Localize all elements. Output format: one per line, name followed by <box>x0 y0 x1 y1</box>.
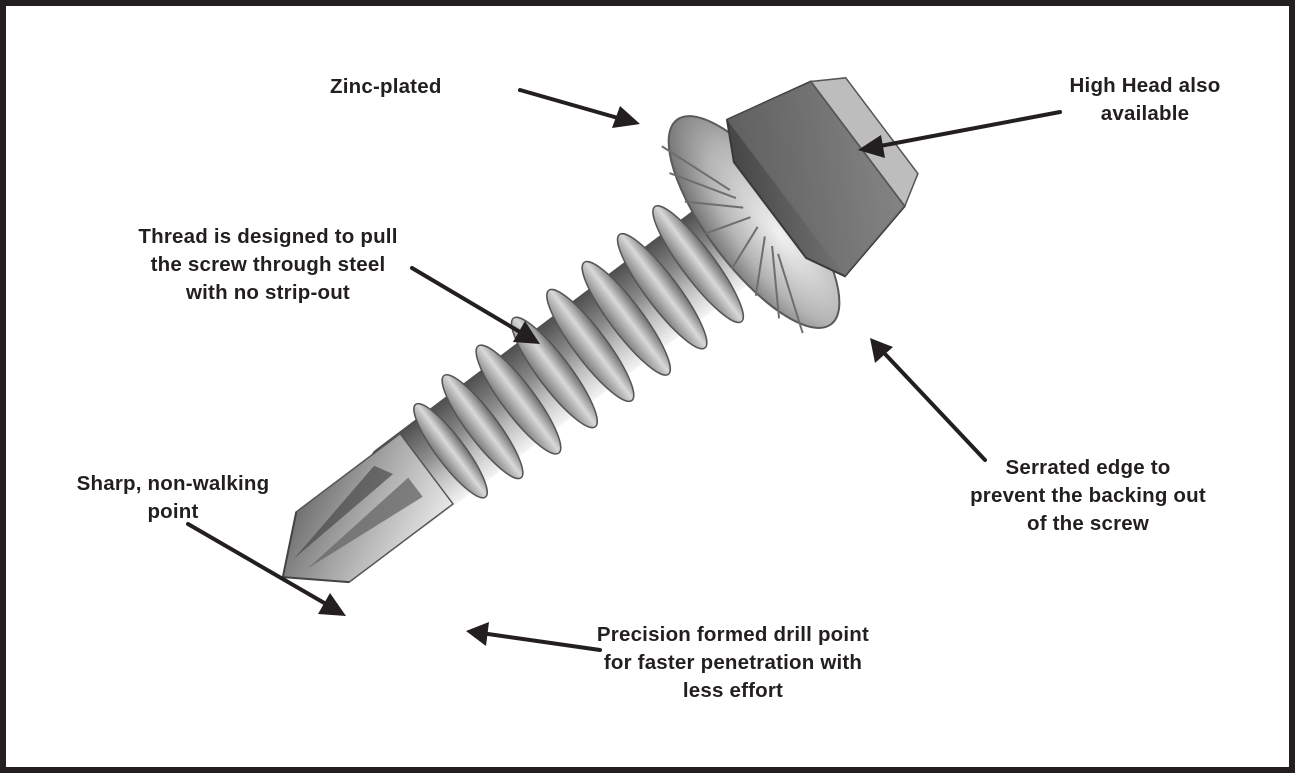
callout-line: available <box>1045 100 1245 128</box>
callout-thread: Thread is designed to pull the screw thr… <box>98 223 438 307</box>
callout-line: Serrated edge to <box>958 454 1218 482</box>
callout-line: High Head also <box>1045 72 1245 100</box>
callout-line: with no strip-out <box>98 279 438 307</box>
callout-line: Sharp, non-walking <box>58 470 288 498</box>
callout-zinc-plated: Zinc-plated <box>330 73 530 101</box>
callout-line: less effort <box>568 677 898 705</box>
callout-line: Zinc-plated <box>330 73 530 101</box>
callout-line: for faster penetration with <box>568 649 898 677</box>
callout-drill-point: Precision formed drill point for faster … <box>568 621 898 705</box>
screw-image <box>206 24 959 680</box>
callout-line: of the screw <box>958 510 1218 538</box>
arrow-icon <box>870 338 985 460</box>
callout-line: Thread is designed to pull <box>98 223 438 251</box>
callout-line: Precision formed drill point <box>568 621 898 649</box>
callout-line: prevent the backing out <box>958 482 1218 510</box>
callout-line: the screw through steel <box>98 251 438 279</box>
callout-line: point <box>58 498 288 526</box>
callout-high-head: High Head also available <box>1045 72 1245 128</box>
arrow-icon <box>520 90 640 128</box>
callout-serrated-edge: Serrated edge to prevent the backing out… <box>958 454 1218 538</box>
callout-sharp-point: Sharp, non-walking point <box>58 470 288 526</box>
